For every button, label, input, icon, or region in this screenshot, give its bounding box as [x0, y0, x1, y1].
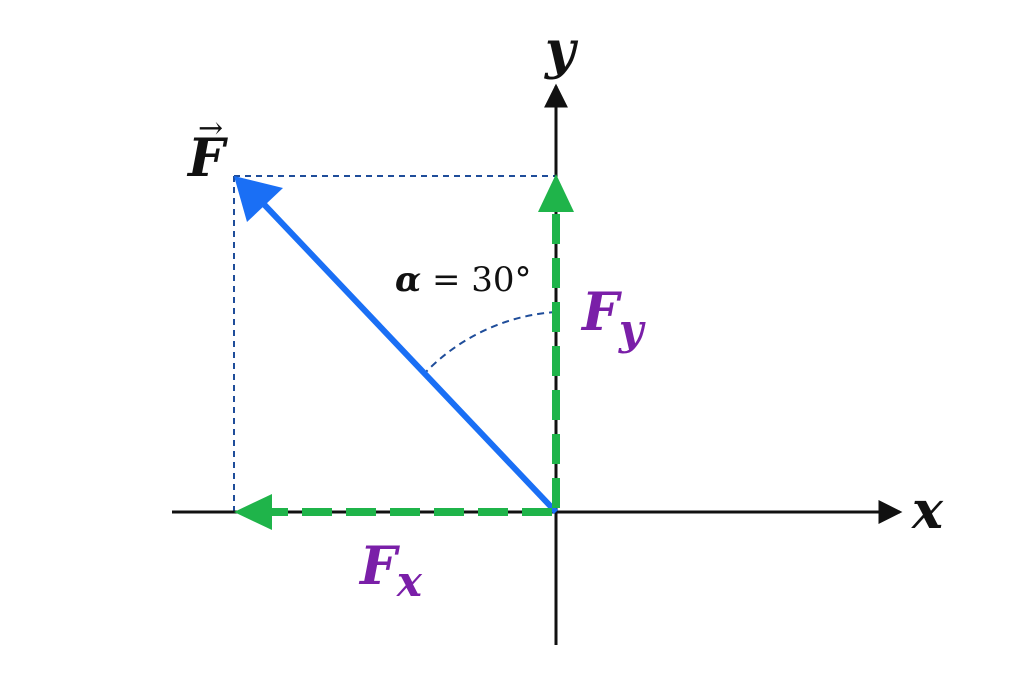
angle-arc — [422, 311, 557, 376]
fy-component-head — [538, 174, 574, 212]
x-axis-label: x — [911, 480, 944, 541]
fx-label-sub: x — [396, 557, 423, 606]
fx-label: Fx — [358, 536, 423, 606]
fx-component-head — [234, 494, 272, 530]
fx-label-main: F — [358, 536, 400, 597]
fy-label: Fy — [580, 282, 646, 354]
force-vector-head — [234, 176, 283, 222]
fy-label-main: F — [580, 282, 622, 343]
angle-equals: = — [421, 260, 471, 300]
angle-value: 30° — [471, 260, 531, 300]
force-label: F — [186, 128, 228, 189]
angle-symbol: α — [395, 260, 421, 300]
force-label-arrow: → — [198, 111, 223, 146]
force-vector — [255, 195, 559, 515]
fy-label-sub: y — [618, 305, 646, 354]
y-axis-label: y — [544, 20, 579, 81]
angle-label: α = 30° — [395, 260, 532, 300]
